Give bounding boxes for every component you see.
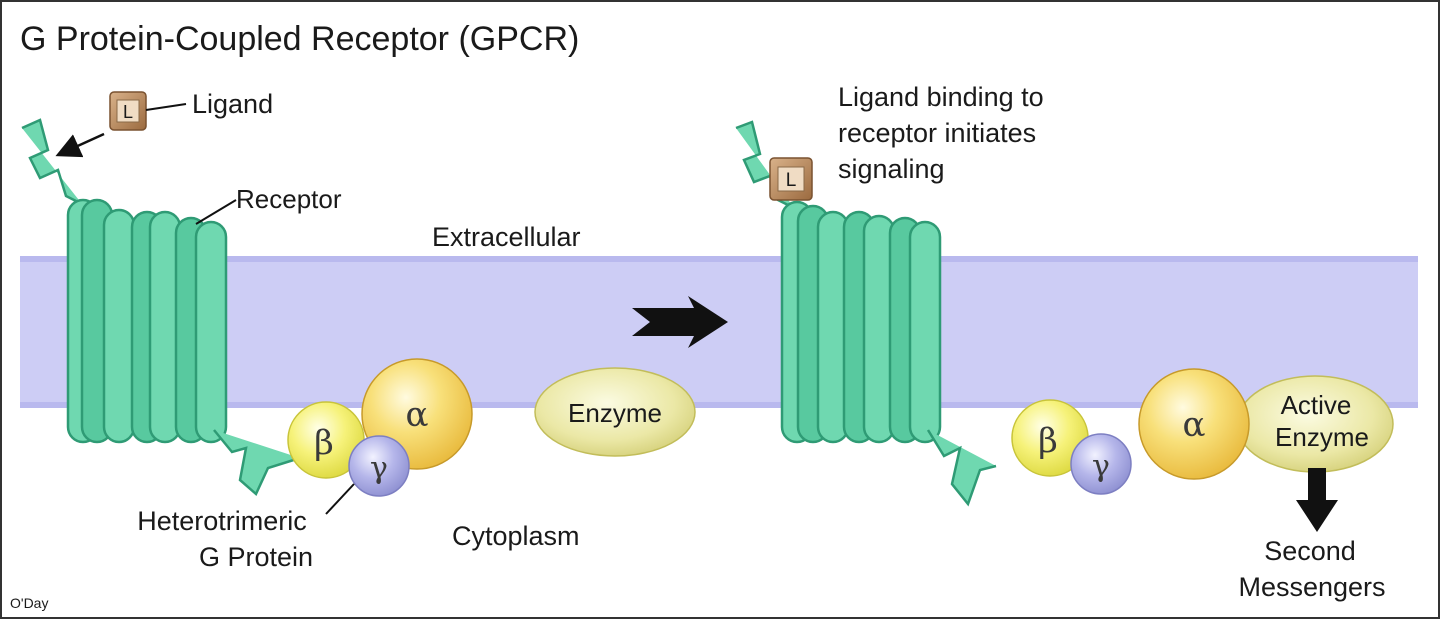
gamma-symbol-left: γ [370,451,388,486]
ligand-left: L [109,91,147,131]
gamma-symbol-right: γ [1092,449,1110,484]
transition-arrow [632,296,728,348]
second-messenger-arrow [1296,468,1338,532]
beta-symbol-left: β [314,423,334,463]
membrane-inner-edge [20,402,1418,408]
beta-symbol-right: β [1038,421,1058,461]
ligand-right: L [769,157,813,201]
g-protein-label-line1: Heterotrimeric [137,506,307,536]
alpha-subunit-right [1138,368,1250,480]
g-protein-right: β γ [1011,399,1132,495]
cytoplasm-label: Cytoplasm [452,521,580,551]
ligand-approach-arrow [55,132,105,158]
second-messengers-line2: Messengers [1238,572,1385,602]
receptor-left [21,118,301,497]
membrane-outer-edge [20,256,1418,262]
ligand-symbol-right: L [786,170,797,191]
gamma-subunit-left [348,435,410,497]
alpha-symbol-right: α [1183,405,1206,445]
binding-text-line1: Ligand binding to [838,82,1044,112]
ligand-label-leader [145,103,187,111]
receptor-label: Receptor [236,184,342,214]
enzyme-inactive [534,367,696,457]
binding-text-line3: signaling [838,154,945,184]
ligand-symbol-left: L [123,102,133,122]
active-enzyme-line2: Enzyme [1275,422,1369,452]
alpha-symbol-left: α [406,395,429,435]
active-enzyme-line1: Active [1281,390,1352,420]
ligand-label: Ligand [192,89,273,119]
g-protein-label-leader [325,483,355,515]
binding-text-line2: receptor initiates [838,118,1036,148]
enzyme-label: Enzyme [568,398,662,428]
g-protein-left: α β γ [287,358,473,497]
extracellular-label: Extracellular [432,222,581,252]
receptor-right [735,120,997,507]
second-messengers-line1: Second [1264,536,1356,566]
gamma-subunit-right [1070,433,1132,495]
g-protein-label-line2: G Protein [199,542,313,572]
diagram-title: G Protein-Coupled Receptor (GPCR) [20,20,579,58]
receptor-label-leader [195,199,237,225]
credit-label: O'Day [10,595,48,611]
